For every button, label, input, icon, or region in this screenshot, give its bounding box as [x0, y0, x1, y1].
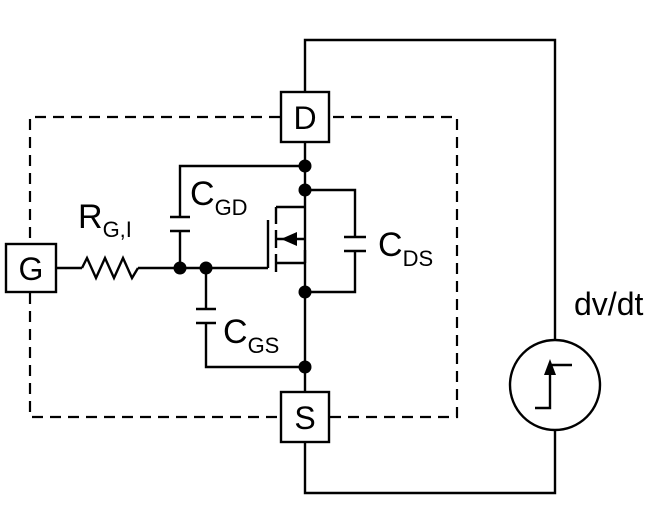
junction-dot: [298, 360, 312, 374]
gate-resistor: [80, 255, 140, 281]
external-loop-wire: [303, 38, 557, 495]
junction-dot: [199, 261, 213, 275]
junction-dot: [173, 261, 187, 275]
cap-gd-label-sub: GD: [215, 195, 248, 220]
junction-dot: [298, 285, 312, 299]
mosfet-body-arrow: [281, 232, 297, 246]
cap-gd-label: CGD: [190, 175, 248, 220]
dvdt-arrow-icon: [544, 359, 556, 375]
source-terminal-box: [279, 390, 331, 444]
drain-terminal-box: [279, 90, 331, 144]
dvdt-step-symbol: [535, 363, 572, 410]
cap-ds-label-sub: DS: [403, 246, 434, 271]
source-terminal-label: S: [294, 400, 315, 436]
gate-resistor-label-main: R: [78, 198, 103, 236]
cap-gs-label-sub: GS: [248, 333, 280, 358]
junction-dot: [298, 183, 312, 197]
drain-terminal-label: D: [293, 100, 316, 136]
cap-ds-wire-bottom: [305, 251, 357, 294]
gate-terminal-label: G: [19, 251, 44, 287]
package-boundary: [28, 115, 459, 419]
junction-dot: [298, 159, 312, 173]
cap-gs-label-main: C: [223, 313, 248, 351]
gate-resistor-label-sub: G,I: [103, 217, 132, 242]
cap-gs-label: CGS: [223, 313, 279, 358]
cap-gd-label-main: C: [190, 175, 215, 213]
dvdt-source-circle: [508, 338, 602, 432]
cap-gd-wire-top: [178, 164, 305, 217]
cap-gs-wire-bottom: [204, 323, 305, 369]
dvdt-label: dv/dt: [574, 286, 643, 322]
cap-ds-wire-top: [305, 188, 357, 237]
cap-ds-label: CDS: [378, 226, 433, 271]
cap-ds-label-main: C: [378, 226, 403, 264]
gate-terminal-box: [4, 242, 58, 294]
gate-resistor-label: RG,I: [78, 198, 132, 242]
